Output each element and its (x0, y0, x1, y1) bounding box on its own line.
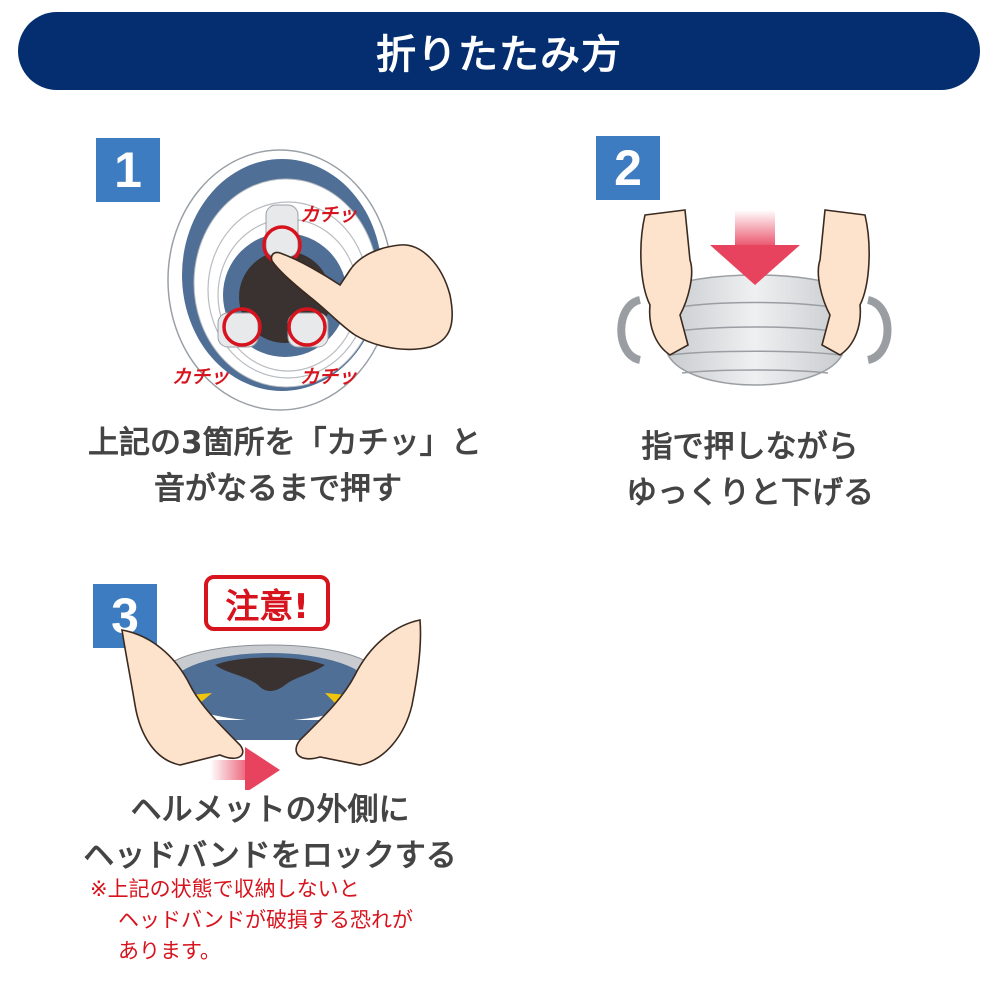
page-title: 折りたたみ方 (376, 32, 622, 78)
step-2-caption-line: 指で押しながら (641, 429, 859, 465)
step-2-illustration (617, 209, 892, 386)
warning-note: ※上記の状態で収納しないと ヘッドバンドが破損する恐れが あります。 (90, 874, 413, 967)
warning-note-line: ヘッドバンドが破損する恐れが (118, 908, 414, 932)
step-1-caption: 上記の3箇所を「カチッ」と 音がなるまで押す (88, 420, 482, 512)
right-hand (817, 209, 870, 356)
step-1-illustration (167, 149, 453, 411)
lock-point-left (217, 307, 262, 348)
step-1-badge: 1 (96, 138, 160, 202)
step-3-caption: ヘルメットの外側に ヘッドバンドをロックする (80, 787, 460, 879)
left-hand (640, 209, 693, 356)
step-1-caption-line: 音がなるまで押す (154, 471, 402, 507)
caution-badge: 注意! (204, 575, 330, 631)
step-3-badge: 3 (93, 584, 157, 648)
sound-label-left: カチッ (172, 366, 230, 388)
warning-note-line: ※上記の状態で収納しないと (90, 877, 360, 901)
step-3-illustration (121, 619, 422, 790)
right-arrow-icon (210, 747, 280, 790)
step-3-caption-line: ヘルメットの外側に (130, 792, 410, 828)
sound-label-right: カチッ (300, 366, 358, 388)
step-2-caption-line: ゆっくりと下げる (626, 475, 874, 511)
title-bar: 折りたたみ方 (18, 12, 980, 90)
step-2-badge: 2 (596, 136, 660, 200)
step-3-caption-line: ヘッドバンドをロックする (83, 838, 457, 874)
lock-point-right (287, 307, 329, 348)
left-hand (121, 629, 244, 766)
right-hand (295, 619, 422, 766)
step-2-caption: 指で押しながら ゆっくりと下げる (590, 424, 910, 516)
down-arrow-icon (710, 210, 800, 285)
sound-label-top: カチッ (300, 204, 358, 226)
warning-note-line: あります。 (118, 939, 221, 963)
step-1-caption-line: 上記の3箇所を「カチッ」と (88, 425, 482, 461)
